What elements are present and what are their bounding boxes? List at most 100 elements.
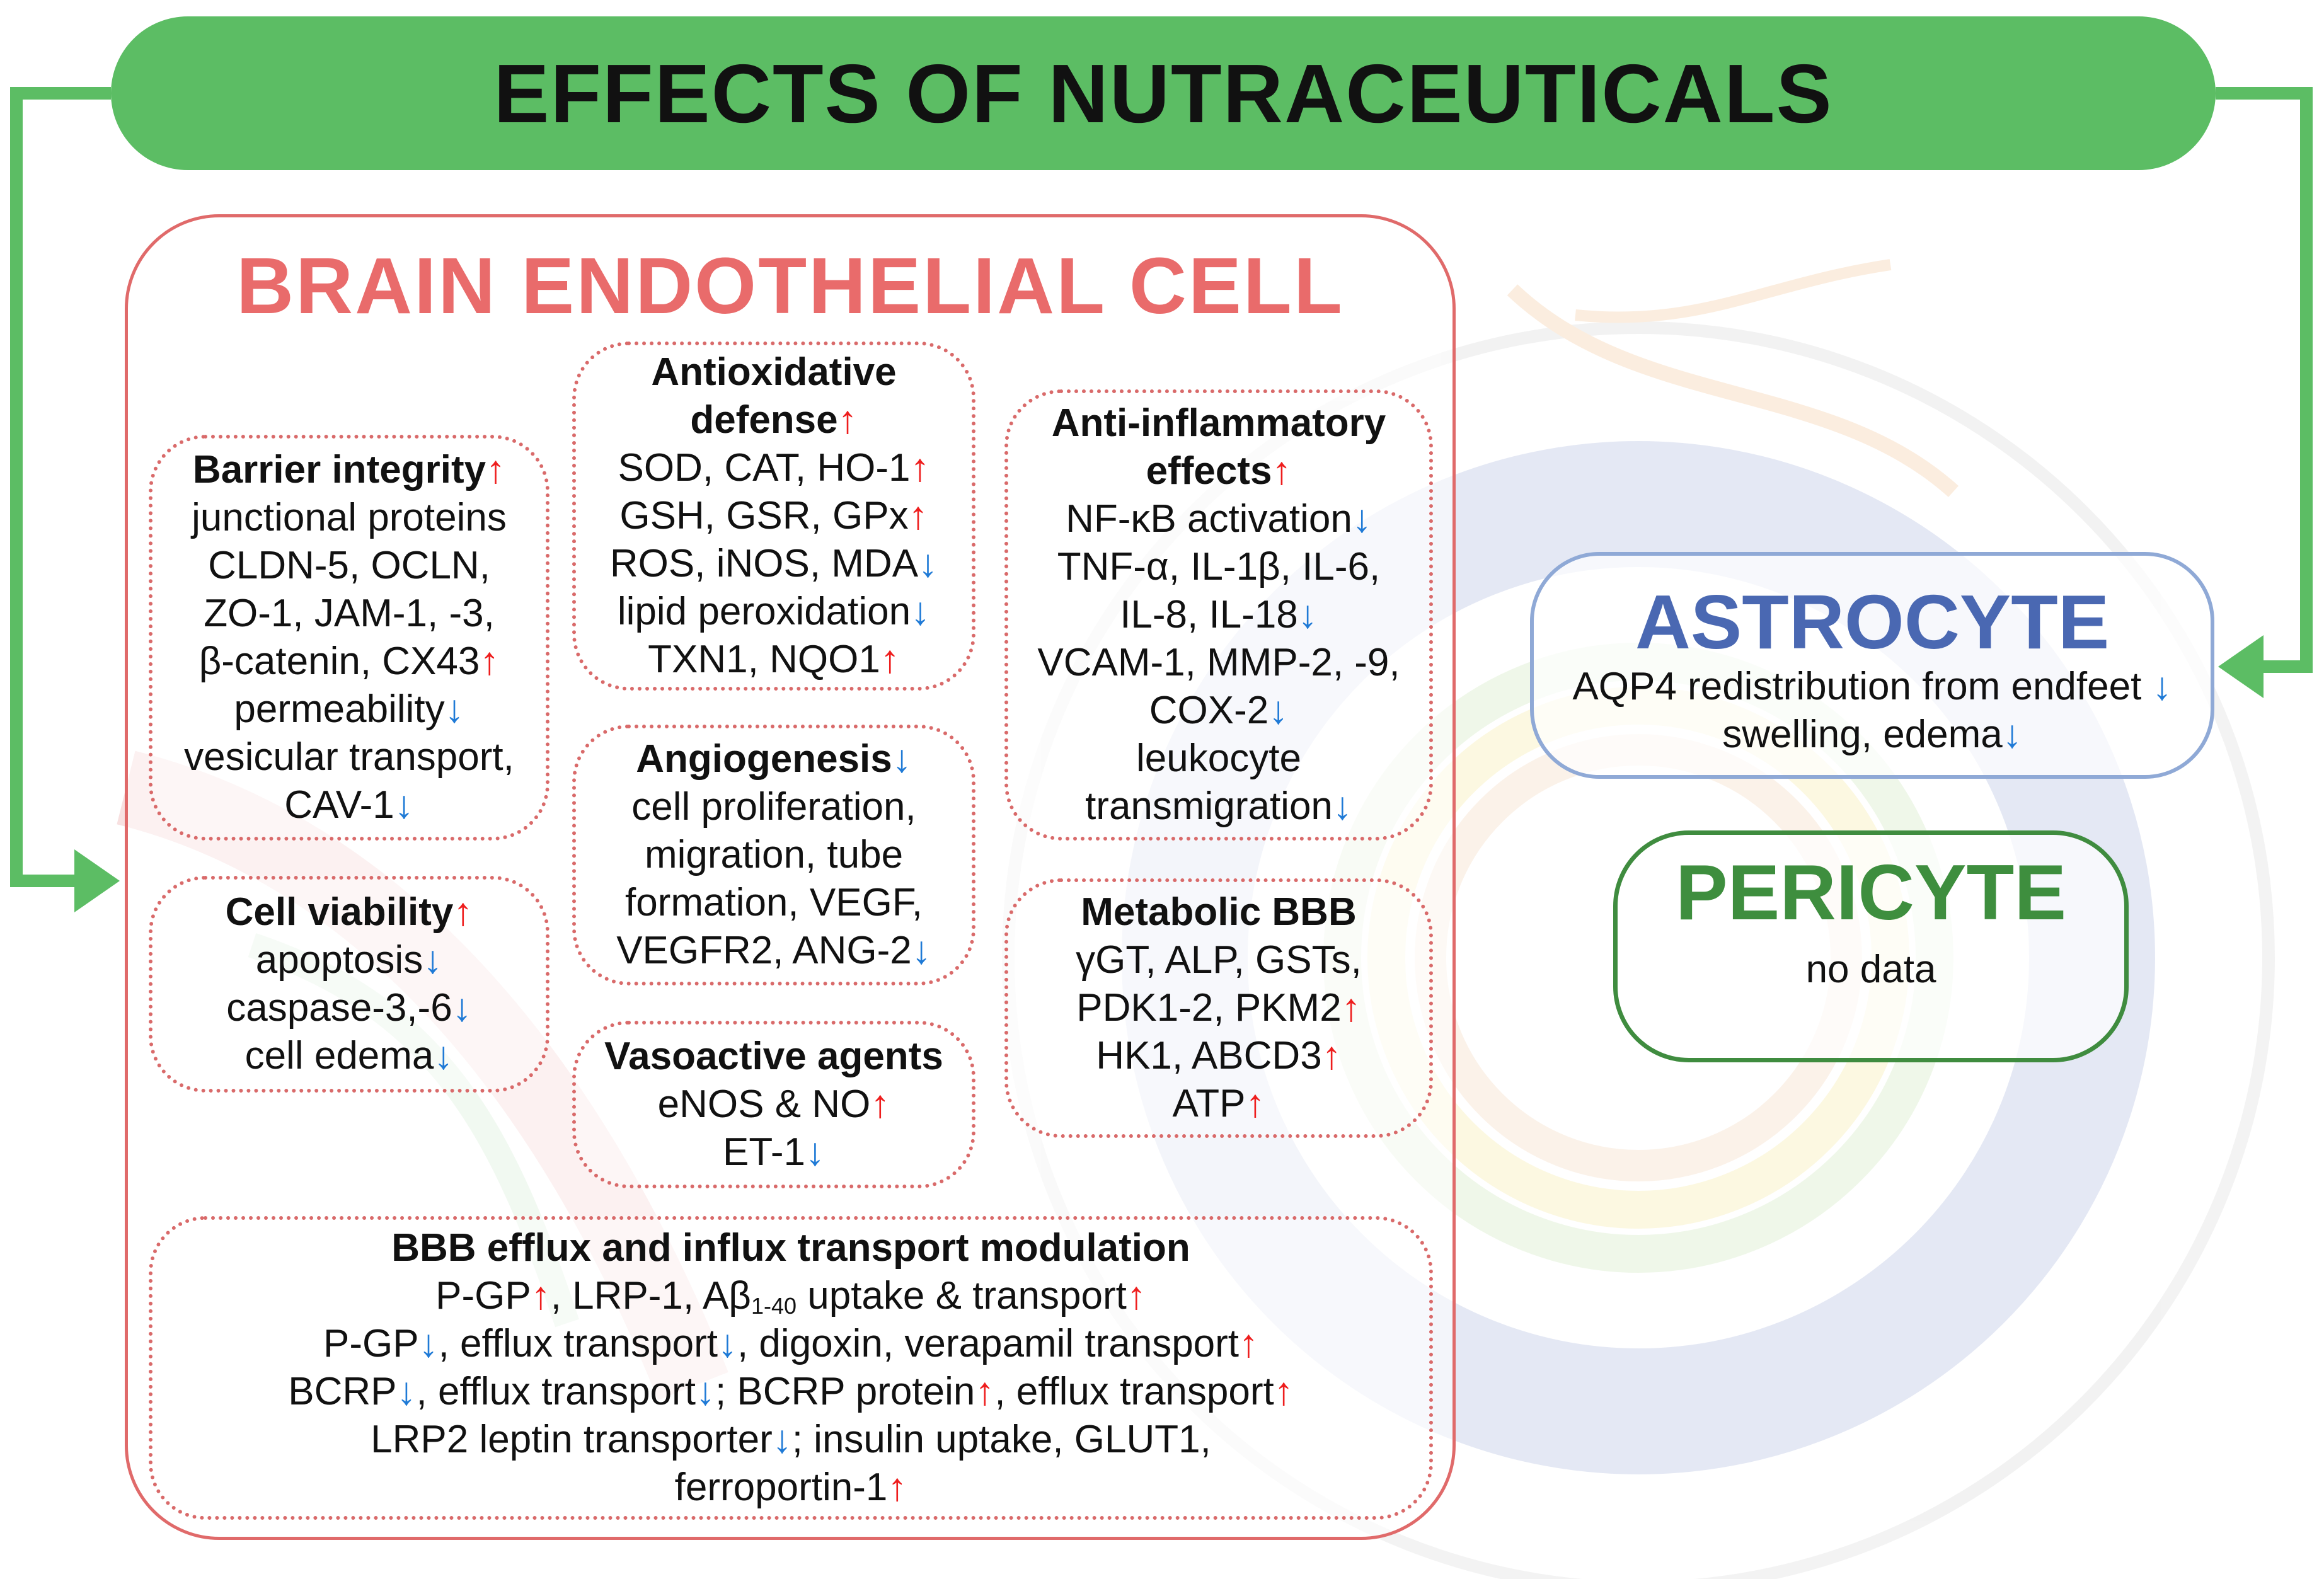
metabolic-line: ATP <box>1172 1082 1246 1125</box>
transport-text: , LRP-1, Aβ <box>550 1274 751 1318</box>
pericyte-panel: PERICYTE no data <box>1613 830 2129 1062</box>
left-connector-arrow <box>10 87 120 912</box>
metabolic-heading: Metabolic BBB <box>1081 890 1357 934</box>
antioxidative-heading: defense <box>690 398 838 442</box>
transport-text: , digoxin, verapamil transport <box>737 1322 1240 1365</box>
transport-text: , efflux transport <box>416 1370 696 1413</box>
viability-line: caspase-3,-6 <box>226 986 452 1030</box>
astrocyte-panel: ASTROCYTE AQP4 redistribution from endfe… <box>1530 552 2214 779</box>
decrease-arrow: ↓ <box>918 542 938 585</box>
antiinflammatory-line: VCAM-1, MMP-2, -9, <box>1037 641 1400 684</box>
decrease-arrow: ↓ <box>911 590 931 633</box>
vasoactive-heading: Vasoactive agents <box>604 1035 943 1078</box>
antiinflammatory-line: transmigration <box>1085 784 1333 828</box>
increase-arrow: ↑ <box>486 448 506 491</box>
increase-arrow: ↑ <box>1274 1370 1294 1413</box>
decrease-arrow: ↓ <box>1268 689 1289 732</box>
transport-text: ferroportin-1 <box>674 1466 888 1509</box>
angiogenesis-line: migration, tube <box>644 833 904 876</box>
metabolic-line: PDK1-2, PKM2 <box>1076 986 1342 1030</box>
anti-inflammatory-box: Anti-inflammatory effects↑ NF-κB activat… <box>1004 389 1433 841</box>
metabolic-line: γGT, ALP, GSTs, <box>1076 938 1362 982</box>
vasoactive-line: ET-1 <box>723 1130 805 1174</box>
decrease-arrow: ↓ <box>2152 665 2172 708</box>
increase-arrow: ↑ <box>908 494 928 537</box>
vasoactive-line: eNOS & NO <box>657 1082 871 1126</box>
viability-line: cell edema <box>244 1034 434 1077</box>
antiinflammatory-line: IL-8, IL-18 <box>1120 593 1298 636</box>
transport-text: LRP2 leptin transporter <box>371 1418 773 1461</box>
barrier-line: CAV-1 <box>284 783 394 827</box>
angiogenesis-heading: Angiogenesis <box>636 737 892 781</box>
decrease-arrow: ↓ <box>418 1322 439 1365</box>
astrocyte-title: ASTROCYTE <box>1635 579 2110 665</box>
increase-arrow: ↑ <box>975 1370 995 1413</box>
barrier-integrity-box: Barrier integrity↑ junctional proteins C… <box>149 435 549 841</box>
antioxidative-line: TXN1, NQO1 <box>648 638 880 681</box>
decrease-arrow: ↓ <box>452 986 472 1030</box>
decrease-arrow: ↓ <box>772 1418 792 1461</box>
viability-heading: Cell viability <box>225 890 454 934</box>
increase-arrow: ↑ <box>1272 449 1292 493</box>
endothelial-cell-title: BRAIN ENDOTHELIAL CELL <box>236 241 1344 330</box>
antioxidative-line: GSH, GSR, GPx <box>619 494 909 537</box>
metabolic-line: HK1, ABCD3 <box>1096 1034 1322 1077</box>
transport-text: P-GP <box>323 1322 419 1365</box>
decrease-arrow: ↓ <box>434 1034 454 1077</box>
angiogenesis-line: cell proliferation, <box>631 785 916 829</box>
astrocyte-line: swelling, edema <box>1722 713 2003 756</box>
decrease-arrow: ↓ <box>1332 784 1352 828</box>
angiogenesis-box: Angiogenesis↓ cell proliferation, migrat… <box>572 725 975 985</box>
transport-text: P-GP <box>435 1274 531 1318</box>
viability-line: apoptosis <box>255 938 423 982</box>
increase-arrow: ↑ <box>1321 1034 1342 1077</box>
decrease-arrow: ↓ <box>444 687 464 731</box>
increase-arrow: ↑ <box>870 1082 890 1126</box>
decrease-arrow: ↓ <box>423 938 443 982</box>
angiogenesis-line: VEGFR2, ANG-2 <box>616 929 912 972</box>
cell-viability-box: Cell viability↑ apoptosis↓ caspase-3,-6↓… <box>149 876 549 1093</box>
right-connector-arrow <box>2216 87 2313 698</box>
increase-arrow: ↑ <box>880 638 900 681</box>
decrease-arrow: ↓ <box>695 1370 715 1413</box>
transport-text: , efflux transport <box>438 1322 718 1365</box>
title-banner: EFFECTS OF NUTRACEUTICALS <box>111 16 2216 170</box>
decrease-arrow: ↓ <box>396 1370 417 1413</box>
decrease-arrow: ↓ <box>805 1130 825 1174</box>
increase-arrow: ↑ <box>1239 1322 1259 1365</box>
vasoactive-agents-box: Vasoactive agents eNOS & NO↑ ET-1↓ <box>572 1021 975 1188</box>
angiogenesis-line: formation, VEGF, <box>624 881 923 924</box>
antiinflammatory-heading: effects <box>1146 449 1272 493</box>
decrease-arrow: ↓ <box>1352 497 1372 541</box>
increase-arrow: ↑ <box>1245 1082 1265 1125</box>
antiinflammatory-line: NF-κB activation <box>1066 497 1352 541</box>
decrease-arrow: ↓ <box>394 783 414 827</box>
barrier-line: β-catenin, CX43 <box>198 640 480 683</box>
antioxidative-line: ROS, iNOS, MDA <box>609 542 919 585</box>
barrier-line: junctional proteins <box>192 496 507 539</box>
antiinflammatory-line: TNF-α, IL-1β, IL-6, <box>1057 545 1381 589</box>
increase-arrow: ↑ <box>910 446 930 490</box>
metabolic-bbb-box: Metabolic BBB γGT, ALP, GSTs, PDK1-2, PK… <box>1004 878 1433 1138</box>
antiinflammatory-heading: Anti-inflammatory <box>1051 401 1386 445</box>
antioxidative-line: lipid peroxidation <box>617 590 911 633</box>
decrease-arrow: ↓ <box>892 737 912 781</box>
main-title: EFFECTS OF NUTRACEUTICALS <box>493 47 1833 140</box>
transport-text: ; insulin uptake, GLUT1, <box>791 1418 1211 1461</box>
transport-subscript: 1-40 <box>751 1293 797 1319</box>
barrier-line: permeability <box>234 687 445 731</box>
transport-text: uptake & transport <box>797 1274 1127 1318</box>
barrier-line: CLDN-5, OCLN, <box>208 544 490 587</box>
decrease-arrow: ↓ <box>717 1322 737 1365</box>
increase-arrow: ↑ <box>453 890 473 934</box>
transport-text: , efflux transport <box>994 1370 1274 1413</box>
increase-arrow: ↑ <box>531 1274 551 1318</box>
antiinflammatory-line: COX-2 <box>1149 689 1269 732</box>
transport-heading: BBB efflux and influx transport modulati… <box>391 1226 1190 1270</box>
increase-arrow: ↑ <box>1126 1274 1146 1318</box>
increase-arrow: ↑ <box>480 640 500 683</box>
increase-arrow: ↑ <box>887 1466 907 1509</box>
antioxidative-line: SOD, CAT, HO-1 <box>618 446 911 490</box>
transport-text: BCRP <box>288 1370 397 1413</box>
